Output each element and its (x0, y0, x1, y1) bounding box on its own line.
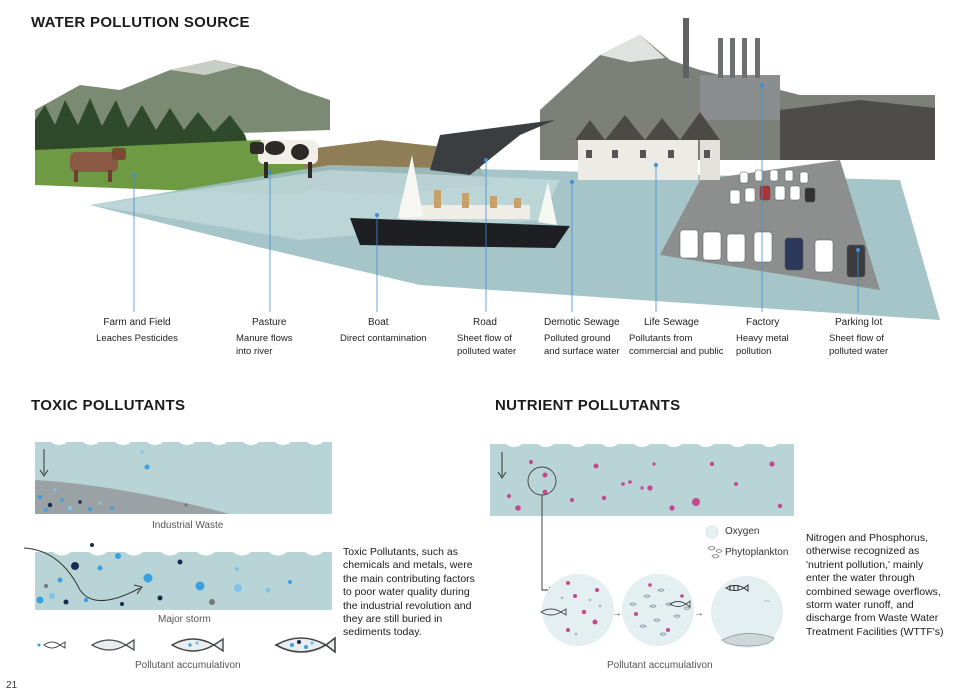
nutrient-stage-3: ~~ (711, 576, 783, 648)
legend-oxygen-label: Oxygen (725, 526, 760, 537)
factory (683, 18, 780, 120)
cow-left (70, 148, 126, 182)
toxic-particles-industrial (38, 450, 188, 512)
industrial-waste-wave (35, 435, 332, 445)
nutrient-stage-1 (540, 574, 614, 646)
leader-lines (131, 83, 861, 312)
ship (350, 155, 570, 248)
nutrient-stage-2 (622, 574, 694, 646)
dead-fish-icon (724, 584, 749, 592)
nutrient-water (490, 444, 794, 516)
svg-text:~~: ~~ (764, 599, 770, 605)
caption-pollutant-accumulation: Pollutant accumulativon (135, 660, 241, 671)
source-title: Life Sewage (644, 317, 700, 328)
source-desc: Direct contamination (340, 333, 427, 344)
storm-flow-arrowhead (133, 584, 143, 595)
mountain-right-snow (600, 35, 665, 62)
source-desc: Heavy metal pollution (736, 333, 789, 357)
road (430, 120, 555, 175)
source-title: Parking lot (835, 317, 883, 328)
source-desc: Sheet flow of polluted water (829, 333, 889, 357)
rubble (780, 100, 935, 160)
section-title-water-pollution-source: WATER POLLUTION SOURCE (31, 14, 250, 31)
source-boat: Boat Direct contamination (340, 316, 430, 345)
source-title: Boat (368, 317, 389, 328)
source-parking-lot: Parking lot Sheet flow of polluted water (829, 316, 895, 358)
source-farm-and-field: Farm and Field Leaches Pesticides (96, 316, 178, 345)
source-title: Factory (746, 317, 780, 328)
caption-industrial-waste: Industrial Waste (152, 520, 224, 531)
fish-icon (669, 600, 691, 608)
stage-arrow: → (694, 608, 704, 619)
phytoplankton-icon (707, 546, 723, 559)
source-title: Farm and Field (103, 317, 171, 328)
sediment-slope (35, 480, 230, 514)
source-desc: Polluted ground and surface water (544, 333, 620, 357)
major-storm-wave (35, 542, 341, 556)
fish-medium-icon (90, 638, 135, 652)
storm-flow-curve (23, 547, 141, 601)
source-title: Pasture (252, 317, 287, 328)
source-demotic-sewage: Demotic Sewage Polluted ground and surfa… (544, 316, 624, 358)
caption-major-storm: Major storm (158, 614, 211, 625)
page-number: 21 (6, 680, 18, 691)
source-road: Road Sheet flow of polluted water (457, 316, 523, 358)
cow-right (250, 140, 318, 178)
source-desc: Manure flows into river (236, 333, 293, 357)
parked-cars (679, 169, 866, 278)
caption-nutrient-accumulation: Pollutant accumulativon (607, 660, 713, 671)
source-pasture: Pasture Manure flows into river (236, 316, 308, 358)
source-title: Demotic Sewage (544, 317, 620, 328)
source-title: Road (473, 317, 497, 328)
phytoplankton-mass (721, 633, 775, 647)
nutrient-description: Nitrogen and Phosphorus, otherwise recog… (806, 532, 944, 638)
fish-accumulation-row (37, 636, 336, 654)
section-title-toxic-pollutants: TOXIC POLLUTANTS (31, 397, 186, 414)
arrow-down-head (497, 471, 507, 479)
mountain-left-snow (170, 60, 240, 75)
legend-phytoplankton-label: Phytoplankton (725, 547, 789, 558)
toxic-particles-storm (36, 543, 292, 606)
section-title-nutrient-pollutants: NUTRIENT POLLUTANTS (495, 397, 681, 414)
toxic-description: Toxic Pollutants, such as chemicals and … (343, 546, 475, 639)
stage-arrow: → (612, 608, 622, 619)
source-life-sewage: Life Sewage Pollutants from commercial a… (629, 316, 727, 358)
arrow-down-head (39, 469, 49, 477)
major-storm-water (35, 552, 332, 610)
source-factory: Factory Heavy metal pollution (736, 316, 796, 358)
fish-large-icon (170, 637, 224, 653)
nutrient-particles (507, 460, 783, 511)
source-desc: Pollutants from commercial and public (629, 333, 724, 357)
nutrient-wave (490, 436, 794, 447)
forest (35, 98, 250, 150)
houses (575, 112, 720, 180)
fish-small-icon (43, 641, 66, 649)
oxygen-icon (705, 525, 719, 539)
source-desc: Leaches Pesticides (96, 333, 178, 344)
fish-xlarge-icon (274, 636, 336, 654)
fish-icon (540, 608, 567, 616)
source-desc: Sheet flow of polluted water (457, 333, 517, 357)
